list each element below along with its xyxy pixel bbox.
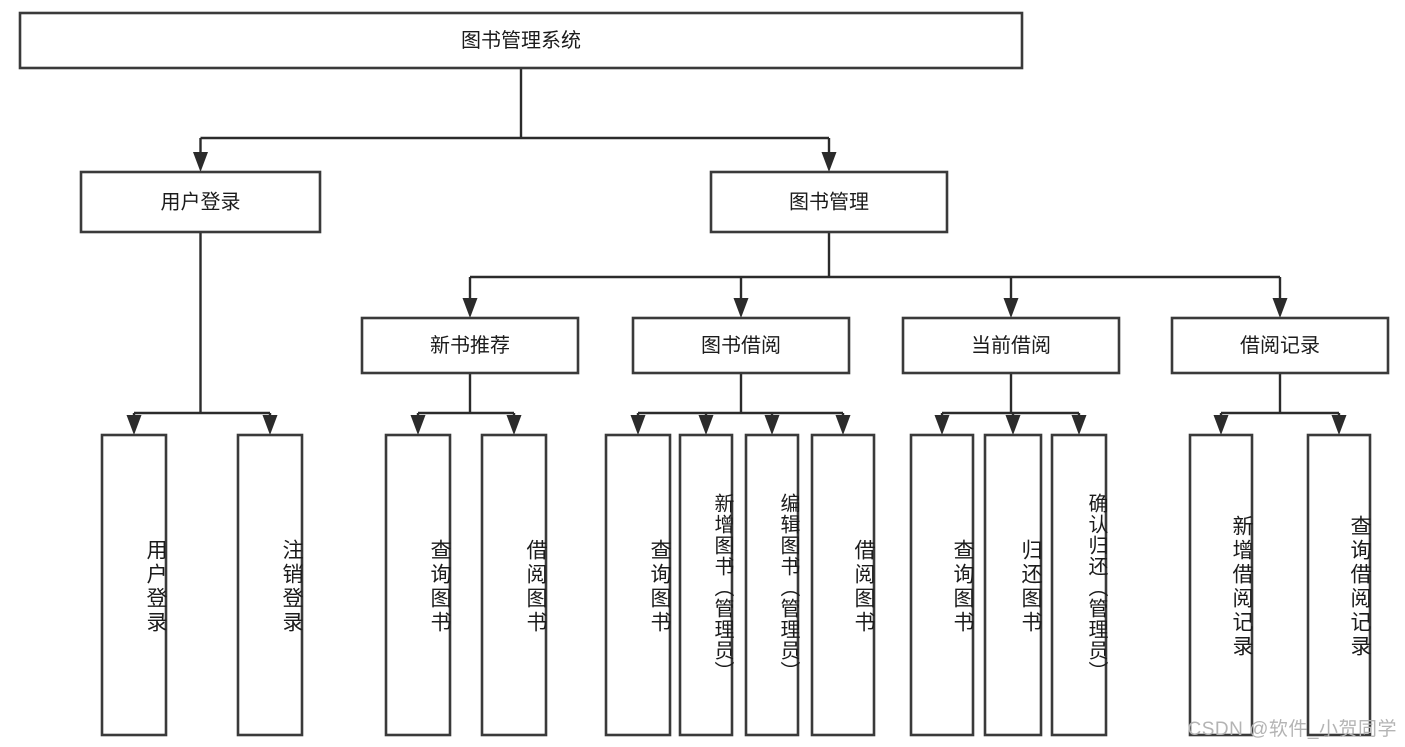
node-leaf-logout-login-rect[interactable] (236, 433, 304, 737)
node-root-title-label: 图书管理系统 (461, 29, 581, 52)
node-book-management[interactable]: 图书管理 (709, 170, 949, 234)
arrow-to-book-borrow (733, 298, 749, 318)
node-borrow-record-rect[interactable] (1170, 316, 1390, 375)
node-leaf-borrow-book-2[interactable] (810, 433, 876, 737)
node-current-borrow-rect[interactable] (901, 316, 1121, 375)
node-borrow-record-label: 借阅记录 (1240, 334, 1320, 357)
node-leaf-query-book-1-rect[interactable] (384, 433, 452, 737)
arrow-to-leaf-borrow-book-1 (506, 415, 522, 435)
arrow-to-leaf-query-book-2 (630, 415, 646, 435)
node-current-borrow-label: 当前借阅 (971, 334, 1051, 357)
node-book-management-label: 图书管理 (789, 190, 869, 213)
node-leaf-query-borrow-record-rect[interactable] (1306, 433, 1372, 737)
arrow-to-leaf-edit-book-admin (764, 415, 780, 435)
node-leaf-query-book-3[interactable] (909, 433, 975, 737)
node-book-borrow[interactable]: 图书借阅 (631, 316, 851, 375)
node-new-book-recommend[interactable]: 新书推荐 (360, 316, 580, 375)
arrow-to-leaf-query-book-3 (934, 415, 950, 435)
node-leaf-confirm-return-admin-rect[interactable] (1050, 433, 1108, 737)
node-leaf-borrow-book-1[interactable] (480, 433, 548, 737)
arrow-to-leaf-logout-login (262, 415, 278, 435)
arrow-to-leaf-borrow-book-2 (835, 415, 851, 435)
arrow-to-leaf-add-borrow-record (1213, 415, 1229, 435)
arrow-to-leaf-query-book-1 (410, 415, 426, 435)
node-leaf-query-book-3-rect[interactable] (909, 433, 975, 737)
arrow-to-leaf-add-book-admin (698, 415, 714, 435)
arrow-to-current-borrow (1003, 298, 1019, 318)
arrow-to-new-book-recommend (462, 298, 478, 318)
node-leaf-query-borrow-record[interactable] (1306, 433, 1372, 737)
node-leaf-edit-book-admin[interactable] (744, 433, 800, 737)
node-leaf-user-login-rect[interactable] (100, 433, 168, 737)
node-borrow-record[interactable]: 借阅记录 (1170, 316, 1390, 375)
connectors-layer (126, 68, 1347, 435)
node-book-borrow-label: 图书借阅 (701, 334, 781, 357)
arrow-to-leaf-confirm-return-admin (1071, 415, 1087, 435)
node-leaf-query-book-2[interactable] (604, 433, 672, 737)
node-leaf-confirm-return-admin[interactable] (1050, 433, 1108, 737)
node-book-borrow-rect[interactable] (631, 316, 851, 375)
node-leaf-query-book-1[interactable] (384, 433, 452, 737)
node-leaf-add-borrow-record-rect[interactable] (1188, 433, 1254, 737)
arrow-to-user-login (193, 152, 208, 172)
node-leaf-borrow-book-1-rect[interactable] (480, 433, 548, 737)
node-root-title-rect[interactable] (18, 11, 1024, 70)
node-leaf-add-book-admin-rect[interactable] (678, 433, 734, 737)
arrow-to-leaf-user-login (126, 415, 142, 435)
node-current-borrow[interactable]: 当前借阅 (901, 316, 1121, 375)
node-leaf-logout-login[interactable] (236, 433, 304, 737)
arrow-to-book-management (821, 152, 837, 172)
node-new-book-recommend-rect[interactable] (360, 316, 580, 375)
node-user-login-rect[interactable] (79, 170, 322, 234)
node-user-login[interactable]: 用户登录 (79, 170, 322, 234)
node-leaf-query-book-2-rect[interactable] (604, 433, 672, 737)
node-new-book-recommend-label: 新书推荐 (430, 334, 510, 357)
node-book-management-rect[interactable] (709, 170, 949, 234)
node-leaf-user-login[interactable] (100, 433, 168, 737)
node-root-title[interactable]: 图书管理系统 (18, 11, 1024, 70)
node-leaf-return-book-rect[interactable] (983, 433, 1043, 737)
node-leaf-add-book-admin[interactable] (678, 433, 734, 737)
arrow-to-borrow-record (1272, 298, 1288, 318)
node-leaf-borrow-book-2-rect[interactable] (810, 433, 876, 737)
arrow-to-leaf-query-borrow-record (1331, 415, 1347, 435)
arrow-to-leaf-return-book (1005, 415, 1021, 435)
node-user-login-label: 用户登录 (161, 190, 241, 213)
node-leaf-return-book[interactable] (983, 433, 1043, 737)
node-leaf-add-borrow-record[interactable] (1188, 433, 1254, 737)
node-leaf-edit-book-admin-rect[interactable] (744, 433, 800, 737)
watermark-label: CSDN @软件_小贺同学 (1187, 719, 1397, 740)
